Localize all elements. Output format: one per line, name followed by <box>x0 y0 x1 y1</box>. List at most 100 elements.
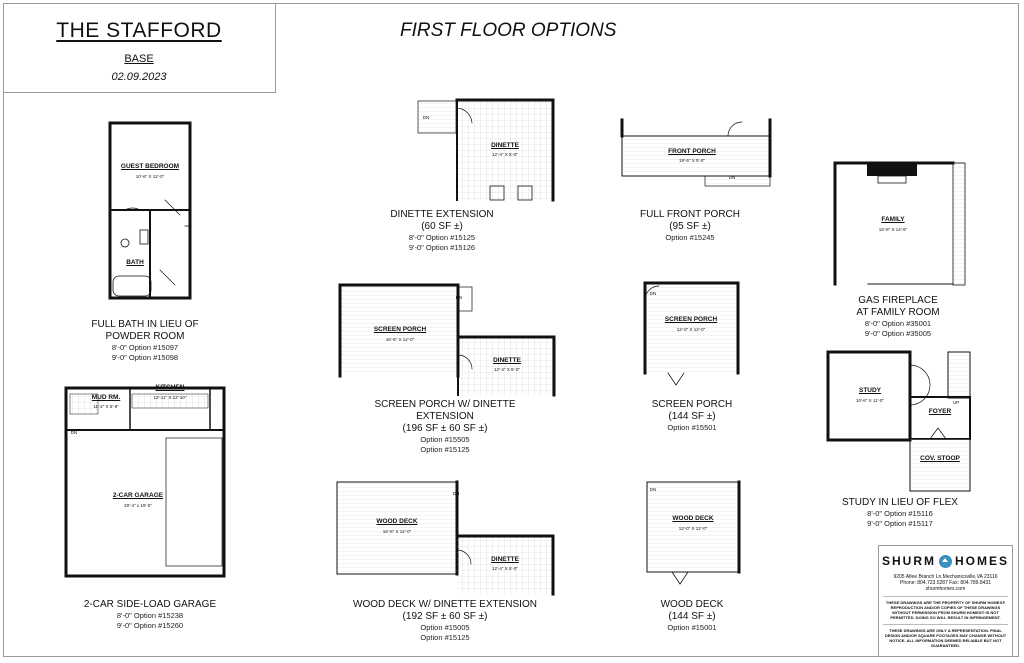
caption-option: 8'-0" Option #35001 <box>864 319 932 328</box>
caption-title: POWDER ROOM <box>105 331 185 342</box>
builder-info-block: SHURM HOMES 9205 Atlee Branch Ln.Mechanic… <box>878 545 1013 657</box>
caption-title: (196 SF ± 60 SF ±) <box>402 423 488 434</box>
caption-title: (192 SF ± 60 SF ±) <box>402 611 488 622</box>
logo-text-right: HOMES <box>954 554 1009 568</box>
room-dim-front-porch: 19'-6" X 5'-0" <box>679 158 705 163</box>
caption-garage: 2-CAR SIDE-LOAD GARAGE 8'-0" Option #152… <box>70 599 230 631</box>
study-up-note: UP <box>952 400 960 405</box>
screen-porch-dn-note: DN <box>455 295 463 300</box>
fireplace-plan <box>833 161 966 286</box>
caption-title: (144 SF ±) <box>668 611 716 622</box>
room-label-foyer: FOYER <box>928 408 952 415</box>
wood-deck-plan <box>646 480 741 585</box>
caption-title: (95 SF ±) <box>669 221 711 232</box>
room-label-dinette-b: DINETTE <box>491 556 519 563</box>
title-block: THE STAFFORD BASE 02.09.2023 <box>3 3 276 93</box>
caption-option: 9'-0" Option #35005 <box>864 329 932 338</box>
room-label-dinette-a: DINETTE <box>493 357 521 364</box>
room-label-screen-porch-b: SCREEN PORCH <box>664 316 718 323</box>
room-label-wood-deck-b: WOOD DECK <box>672 515 714 522</box>
front-porch-plan <box>620 118 772 187</box>
plan-elevation: BASE <box>124 53 154 65</box>
caption-option: 8'-0" Option #15116 <box>867 509 933 518</box>
caption-option: Option #15501 <box>667 423 717 432</box>
caption-study: STUDY IN LIEU OF FLEX 8'-0" Option #1511… <box>832 497 968 529</box>
room-label-family: FAMILY <box>881 216 905 223</box>
wood-deck-b-dn-note: DN <box>649 487 657 492</box>
caption-title: FULL FRONT PORCH <box>639 209 740 220</box>
caption-option: Option #15505 <box>420 435 470 444</box>
room-dim-screen-porch-a: 16'-6" X 12'-0" <box>385 337 415 342</box>
disclaimer-property: THESE DRAWINGS ARE THE PROPERTY OF SHURM… <box>883 596 1008 620</box>
website-line: shurmhomes.com <box>925 586 966 593</box>
caption-option: 9'-0" Option #15117 <box>867 519 933 528</box>
garage-plan <box>64 386 226 578</box>
caption-option: 8'-0" Option #15238 <box>116 611 184 620</box>
screen-porch-plan <box>643 281 740 386</box>
garage-dn-note: DN <box>70 430 78 435</box>
room-label-guest-bedroom: GUEST BEDROOM <box>120 163 180 170</box>
caption-option: 8'-0" Option #15125 <box>408 233 476 242</box>
caption-option: 9'-0" Option #15098 <box>111 353 179 362</box>
porch-dn-note: DN <box>728 175 736 180</box>
full-bath-plan <box>108 121 192 300</box>
room-label-front-porch: FRONT PORCH <box>668 148 716 155</box>
caption-title: (60 SF ±) <box>421 221 463 232</box>
room-label-kitchen: KITCHEN <box>155 384 185 391</box>
caption-title: STUDY IN LIEU OF FLEX <box>842 497 958 508</box>
wood-deck-dinette-plan <box>336 480 555 596</box>
room-dim-study: 10'-6" X 11'-0" <box>855 398 885 403</box>
caption-screen-porch: SCREEN PORCH (144 SF ±) Option #15501 <box>640 399 744 433</box>
screen-porch-b-dn-note: DN <box>649 291 657 296</box>
logo-text-left: SHURM <box>881 554 936 568</box>
room-dim-guest-bedroom: 10'-6" X 12'-0" <box>135 174 165 179</box>
room-dim-garage: 20'-4" x 19'-0" <box>124 503 152 508</box>
sheet-border <box>3 3 1019 657</box>
room-dim-mud-room: 11'-2" X 5'-9" <box>93 404 119 409</box>
caption-title: SCREEN PORCH <box>651 399 733 410</box>
dinette-extension-plan <box>417 98 555 202</box>
caption-full-bath: FULL BATH IN LIEU OF POWDER ROOM 8'-0" O… <box>70 319 220 363</box>
caption-option: 9'-0" Option #15260 <box>116 621 184 630</box>
caption-option: 8'-0" Option #15097 <box>111 343 179 352</box>
dinette-dn-note: DN <box>422 115 430 120</box>
room-label-garage: 2-CAR GARAGE <box>112 492 164 499</box>
address-line: 9205 Atlee Branch Ln.Mechanicsville,VA 2… <box>893 574 998 581</box>
caption-title: FULL BATH IN LIEU OF <box>91 319 199 330</box>
plan-name: THE STAFFORD <box>56 19 222 42</box>
caption-wood-deck: WOOD DECK (144 SF ±) Option #15001 <box>640 599 744 633</box>
caption-fireplace: GAS FIREPLACE AT FAMILY ROOM 8'-0" Optio… <box>838 295 958 339</box>
room-label-wood-deck-a: WOOD DECK <box>376 518 418 525</box>
caption-title: GAS FIREPLACE <box>858 295 938 306</box>
caption-title: WOOD DECK <box>660 599 724 610</box>
room-dim-dinette-top: 12'-4" X 5'-0" <box>492 152 518 157</box>
caption-option: Option #15245 <box>665 233 715 242</box>
room-label-screen-porch-a: SCREEN PORCH <box>373 326 427 333</box>
phone-line: Phone: 804.723.5287 Fax: 804.789.8431 <box>900 580 991 587</box>
disclaimer-representation: THESE DRAWINGS ARE ONLY A REPRESENTATION… <box>883 624 1008 648</box>
room-label-study: STUDY <box>858 387 882 394</box>
plan-date: 02.09.2023 <box>111 71 167 83</box>
caption-title: DINETTE EXTENSION <box>390 209 494 220</box>
room-label-dinette-top: DINETTE <box>491 142 519 149</box>
builder-address: 9205 Atlee Branch Ln.Mechanicsville,VA 2… <box>879 574 1012 592</box>
caption-title: 2-CAR SIDE-LOAD GARAGE <box>83 599 217 610</box>
sheet-title: FIRST FLOOR OPTIONS <box>400 20 617 41</box>
screen-porch-dinette-plan <box>338 283 556 397</box>
room-label-mud-room: MUD RM. <box>91 394 121 401</box>
caption-option: Option #15125 <box>420 445 470 454</box>
caption-title: WOOD DECK W/ DINETTE EXTENSION <box>353 599 537 610</box>
caption-option: Option #15001 <box>667 623 717 632</box>
caption-title: SCREEN PORCH W/ DINETTE EXTENSION <box>374 399 516 422</box>
house-icon <box>938 555 952 569</box>
caption-title: (144 SF ±) <box>668 411 716 422</box>
caption-option: Option #15125 <box>420 633 470 642</box>
caption-option: Option #15005 <box>420 623 470 632</box>
caption-dinette-extension: DINETTE EXTENSION (60 SF ±) 8'-0" Option… <box>370 209 514 253</box>
caption-option: 9'-0" Option #15126 <box>408 243 476 252</box>
room-dim-dinette-a: 12'-4" X 5'-0" <box>494 367 520 372</box>
room-dim-wood-deck-a: 16'-6" X 12'-0" <box>382 529 412 534</box>
room-dim-screen-porch-b: 12'-0" X 12'-0" <box>676 327 706 332</box>
room-label-bath: BATH <box>126 259 144 266</box>
